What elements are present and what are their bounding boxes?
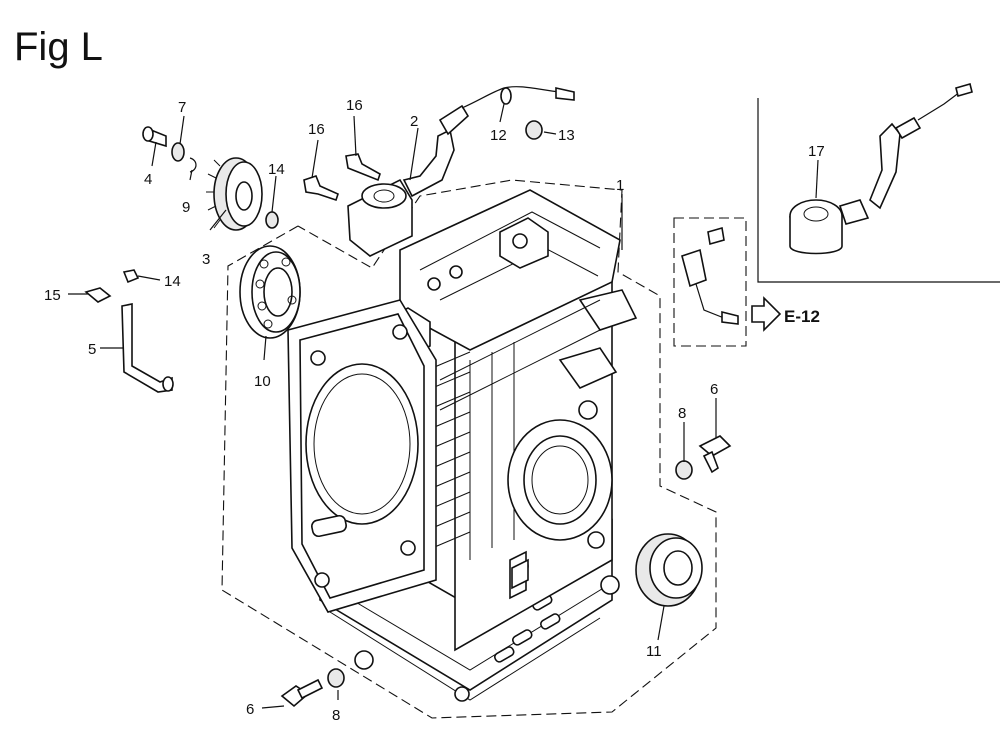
- washer-8b: [327, 668, 345, 688]
- governor-shaft: [142, 126, 167, 148]
- governor-gear: [206, 157, 263, 231]
- clip-9: [189, 157, 197, 173]
- callout-8a: 8: [678, 405, 686, 422]
- oil-alert-unit-17: [789, 83, 973, 255]
- nut-14b: [122, 269, 140, 284]
- bolt-6b: [280, 678, 324, 708]
- crankshaft-bearing: [239, 245, 301, 339]
- callout-17: 17: [808, 143, 825, 160]
- oil-alert-switch: [347, 86, 575, 257]
- e12-inset-frame: [673, 217, 747, 347]
- crankcase-block: [287, 189, 638, 702]
- callout-6a: 6: [710, 381, 718, 398]
- clip-15: [84, 287, 112, 303]
- callout-11: 11: [646, 643, 662, 660]
- callout-14b: 14: [164, 273, 181, 290]
- callout-7: 7: [178, 99, 186, 116]
- reference-label: E-12: [784, 307, 820, 326]
- callout-10: 10: [254, 373, 271, 390]
- callout-4: 4: [144, 171, 152, 188]
- breather-pipe: [121, 303, 174, 393]
- callout-16b: 16: [308, 121, 325, 138]
- bolt-6a: [698, 435, 732, 474]
- inset-frame: [757, 98, 1000, 283]
- callout-3: 3: [202, 251, 210, 268]
- washer-7: [171, 142, 185, 162]
- callout-5: 5: [88, 341, 96, 358]
- e12-component: [681, 226, 739, 325]
- leader-lines: [68, 103, 819, 709]
- callout-9: 9: [182, 199, 190, 216]
- reference-arrow: [751, 296, 782, 332]
- callout-6b: 6: [246, 701, 254, 718]
- bolt-16a: [345, 153, 381, 182]
- bolt-16b: [303, 175, 339, 202]
- callout-14a: 14: [268, 161, 285, 178]
- callout-1: 1: [616, 177, 624, 194]
- callout-12: 12: [490, 127, 507, 144]
- figure-title: Fig L: [14, 25, 103, 69]
- nut-13: [525, 120, 543, 140]
- washer-8a: [675, 460, 693, 480]
- callout-8b: 8: [332, 707, 340, 724]
- crankcase-group-outline: [221, 179, 717, 719]
- oil-seal: [635, 533, 703, 607]
- callout-15: 15: [44, 287, 61, 304]
- callout-13: 13: [558, 127, 575, 144]
- callout-2: 2: [410, 113, 418, 130]
- washer-14a: [265, 211, 279, 229]
- callout-16a: 16: [346, 97, 363, 114]
